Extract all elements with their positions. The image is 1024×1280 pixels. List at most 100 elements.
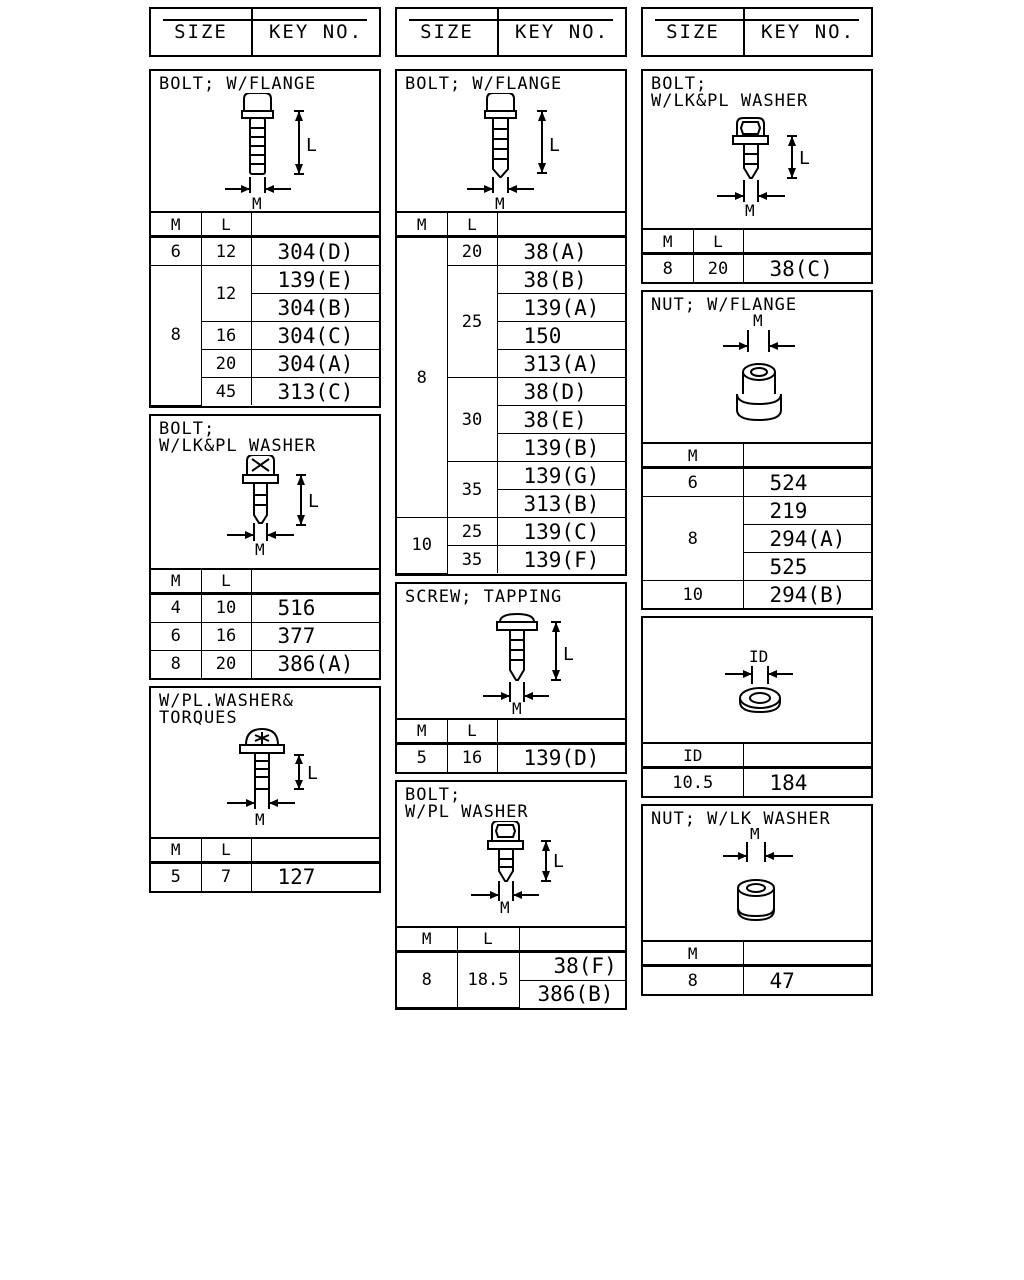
table-row: 4 10 516 — [151, 592, 379, 623]
table-row: 386(B) — [397, 979, 625, 1008]
key-no: 139(D) — [496, 742, 625, 772]
nut-lk-washer-icon: M — [723, 828, 793, 922]
bolt-flange-icon: L M — [225, 93, 317, 211]
bolt-torques-icon: L M — [227, 727, 318, 829]
table-row: 304(B) — [151, 293, 379, 322]
size-table: M L 8 20 38(A) 25 38(B) 139(A) 150 313(A… — [397, 211, 625, 574]
size-table: M L 4 10 516 6 16 377 8 20 386(A) — [151, 567, 379, 678]
table-row: 10 294(B) — [643, 580, 871, 608]
section-bolt-lk-pl-washer-2: BOLT; W/LK&PL WASHER L M — [641, 69, 873, 284]
size-table: M L 8 18.5 38(F) 386(B) — [397, 925, 625, 1009]
key-no: 139(A) — [497, 293, 625, 322]
table-row: 6 12 304(D) — [151, 236, 379, 266]
section-pl-washer-torques: W/PL.WASHER& TORQUES L M — [149, 685, 381, 893]
key-no: 294(A) — [743, 524, 871, 553]
key-no: 516 — [250, 592, 379, 623]
bolt-lk-pl-washer-drawing: L M — [643, 110, 871, 228]
svg-text:M: M — [750, 828, 760, 843]
bolt-lk-pl-washer-icon: L M — [717, 117, 810, 220]
header-key-no: KEY NO. — [268, 21, 364, 43]
key-no: 38(E) — [497, 405, 625, 434]
table-row: 8 20 38(C) — [643, 253, 871, 282]
key-no: 38(F) — [518, 950, 625, 981]
section-title-line1: W/PL.WASHER& — [159, 690, 294, 711]
svg-text:M: M — [252, 194, 262, 211]
key-no: 219 — [742, 496, 871, 525]
header-key-no: KEY NO. — [760, 21, 856, 43]
size-table: ID 10.5 184 — [643, 742, 871, 796]
svg-text:L: L — [563, 644, 574, 665]
key-no: 524 — [742, 467, 871, 497]
table-row: 6 16 377 — [151, 621, 379, 651]
table-row: 38(E) — [397, 405, 625, 434]
svg-text:L: L — [306, 135, 317, 156]
table-row: 150 — [397, 321, 625, 350]
section-title: SCREW; TAPPING — [405, 586, 563, 607]
size-table: M 8 47 — [643, 940, 871, 994]
washer-icon: ID — [725, 647, 793, 714]
table-row: 8 219 — [643, 496, 871, 581]
key-no: 139(B) — [497, 433, 625, 462]
column-middle: SIZE KEY NO. BOLT; W/FLANGE L M — [395, 7, 627, 1010]
table-row: 525 — [643, 552, 871, 581]
section-bolt-flange-2: BOLT; W/FLANGE L M M — [395, 69, 627, 576]
key-no: 304(A) — [250, 349, 379, 378]
table-row: 5 16 139(D) — [397, 742, 625, 772]
svg-text:L: L — [553, 851, 564, 872]
section-nut-flange: NUT; W/FLANGE M M — [641, 290, 873, 610]
key-no: 38(A) — [496, 236, 625, 266]
section-bolt-pl-washer: BOLT; W/PL WASHER L M — [395, 779, 627, 1010]
key-no: 313(B) — [497, 489, 625, 518]
section-screw-tapping: SCREW; TAPPING L M M — [395, 581, 627, 774]
column-right: SIZE KEY NO. BOLT; W/LK&PL WASHER — [641, 7, 873, 996]
key-no: 304(C) — [250, 321, 379, 350]
table-row: 45 313(C) — [151, 377, 379, 405]
nut-lk-washer-drawing: M — [643, 828, 871, 940]
key-no: 38(B) — [496, 265, 625, 294]
key-no: 294(B) — [742, 580, 871, 608]
table-row: 20 304(A) — [151, 349, 379, 378]
bolt-flange-icon: L M — [467, 93, 560, 211]
table-row: 35 139(G) — [397, 461, 625, 518]
section-title: BOLT; W/FLANGE — [159, 74, 317, 94]
section-title: NUT; W/FLANGE — [651, 295, 798, 315]
header-key-no: KEY NO. — [514, 21, 610, 43]
bolt-pl-washer-icon: L M — [471, 820, 564, 917]
svg-text:M: M — [753, 314, 763, 330]
section-title-line1: BOLT; — [159, 418, 216, 439]
bolt-lk-pl-washer-drawing: L M — [151, 454, 379, 568]
section-title: BOLT; W/FLANGE — [405, 74, 563, 94]
svg-text:M: M — [255, 810, 265, 829]
key-no: 304(D) — [250, 236, 379, 266]
section-title-line2: W/LK&PL WASHER — [651, 91, 809, 111]
key-no: 525 — [743, 552, 871, 581]
table-row: 313(B) — [397, 489, 625, 518]
table-row: 8 20 386(A) — [151, 649, 379, 678]
section-title-line1: BOLT; — [405, 784, 462, 805]
size-table: M L 6 12 304(D) 8 12 139(E) 304(B) 16 30… — [151, 211, 379, 406]
svg-text:L: L — [799, 148, 810, 169]
table-row: 16 304(C) — [151, 321, 379, 350]
table-row: 35 139(F) — [397, 545, 625, 573]
section-bolt-lk-pl-washer: BOLT; W/LK&PL WASHER L M — [149, 413, 381, 680]
svg-text:L: L — [308, 491, 319, 512]
column-left: SIZE KEY NO. BOLT; W/FLANGE L M — [149, 7, 381, 893]
bolt-lk-pl-washer-icon: L M — [227, 454, 319, 559]
table-row: 5 7 127 — [151, 861, 379, 891]
table-row: 10.5 184 — [643, 767, 871, 796]
table-row: 8 12 139(E) — [151, 265, 379, 406]
table-row: 25 38(B) — [397, 265, 625, 378]
key-no: 386(A) — [250, 649, 379, 678]
key-no: 304(B) — [251, 293, 379, 322]
size-table: M L 8 20 38(C) — [643, 228, 871, 282]
key-no: 38(D) — [496, 377, 625, 406]
section-title: NUT; W/LK WASHER — [651, 809, 831, 829]
svg-text:ID: ID — [749, 647, 768, 666]
table-row: 313(A) — [397, 349, 625, 378]
key-no: 377 — [250, 621, 379, 651]
nut-flange-icon: M — [723, 314, 795, 422]
key-no: 184 — [742, 767, 871, 796]
section-washer: ID ID 10.5 184 — [641, 616, 873, 798]
section-title-line2: TORQUES — [159, 707, 238, 728]
size-key-header: SIZE KEY NO. — [641, 7, 873, 57]
